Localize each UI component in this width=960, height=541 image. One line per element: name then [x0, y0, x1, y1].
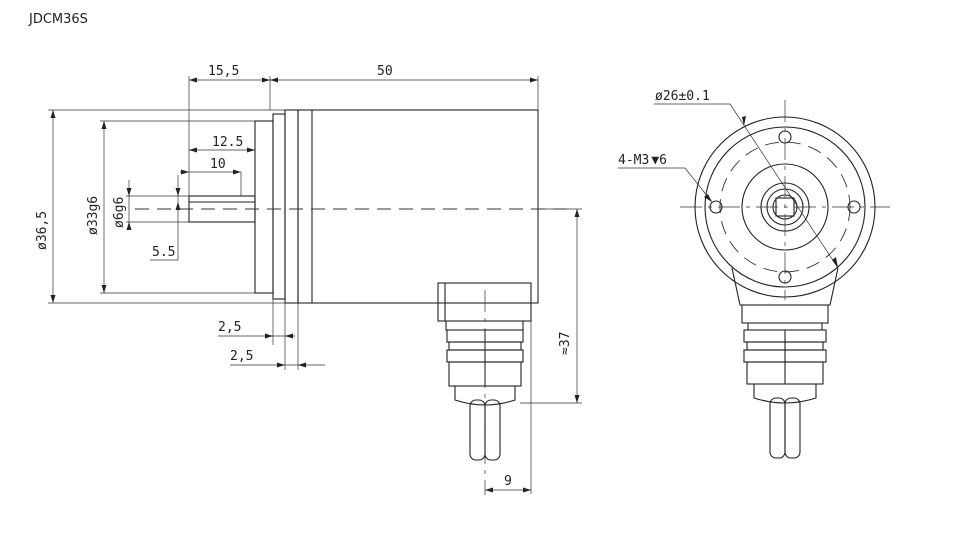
front-cable-right	[784, 397, 801, 459]
flange-ring-2	[284, 109, 299, 304]
dim-m3: 4-M3▼6	[618, 153, 667, 168]
side-view: 15,5 50 12.5 10 ø36,5 ø33g6 ø6g6 5.5	[35, 64, 582, 495]
dim-2-5-b: 2,5	[230, 349, 253, 364]
cable-right	[484, 399, 501, 461]
dim-5-5: 5.5	[152, 245, 175, 260]
dim-2-5-a: 2,5	[218, 320, 241, 335]
front-connector-base	[741, 304, 829, 324]
inner-rim	[704, 126, 866, 288]
dim-36-5: ø36,5	[35, 211, 50, 250]
housing-body	[297, 109, 539, 304]
dim-26: ø26±0.1	[655, 89, 710, 104]
leader-26-diameter	[729, 103, 839, 269]
dim-12-5: 12.5	[212, 135, 243, 150]
dim-15-5: 15,5	[208, 64, 239, 79]
drawing-title: JDCM36S	[29, 12, 88, 27]
front-cable-left	[769, 397, 786, 459]
dim-9: 9	[504, 474, 512, 489]
dim-6g6: ø6g6	[112, 197, 127, 228]
flange-plate	[254, 120, 274, 294]
connector-block	[437, 282, 532, 322]
dim-33g6: ø33g6	[86, 196, 101, 235]
arrow-m3	[704, 194, 712, 202]
dim-10: 10	[210, 157, 226, 172]
arrowheads-side	[50, 77, 580, 493]
front-gland-tip	[753, 384, 817, 404]
gland-neck	[445, 321, 524, 331]
cable-left	[469, 399, 486, 461]
hub-outer	[741, 163, 829, 251]
arrow-26-start	[742, 116, 746, 126]
flange-ring-1	[272, 113, 286, 300]
front-view: ø26±0.1 4-M3▼6	[618, 89, 890, 459]
dim-37: ≈37	[558, 332, 573, 355]
dim-50: 50	[377, 64, 393, 79]
arrow-26-end	[832, 257, 838, 268]
front-gland-neck	[747, 323, 823, 331]
